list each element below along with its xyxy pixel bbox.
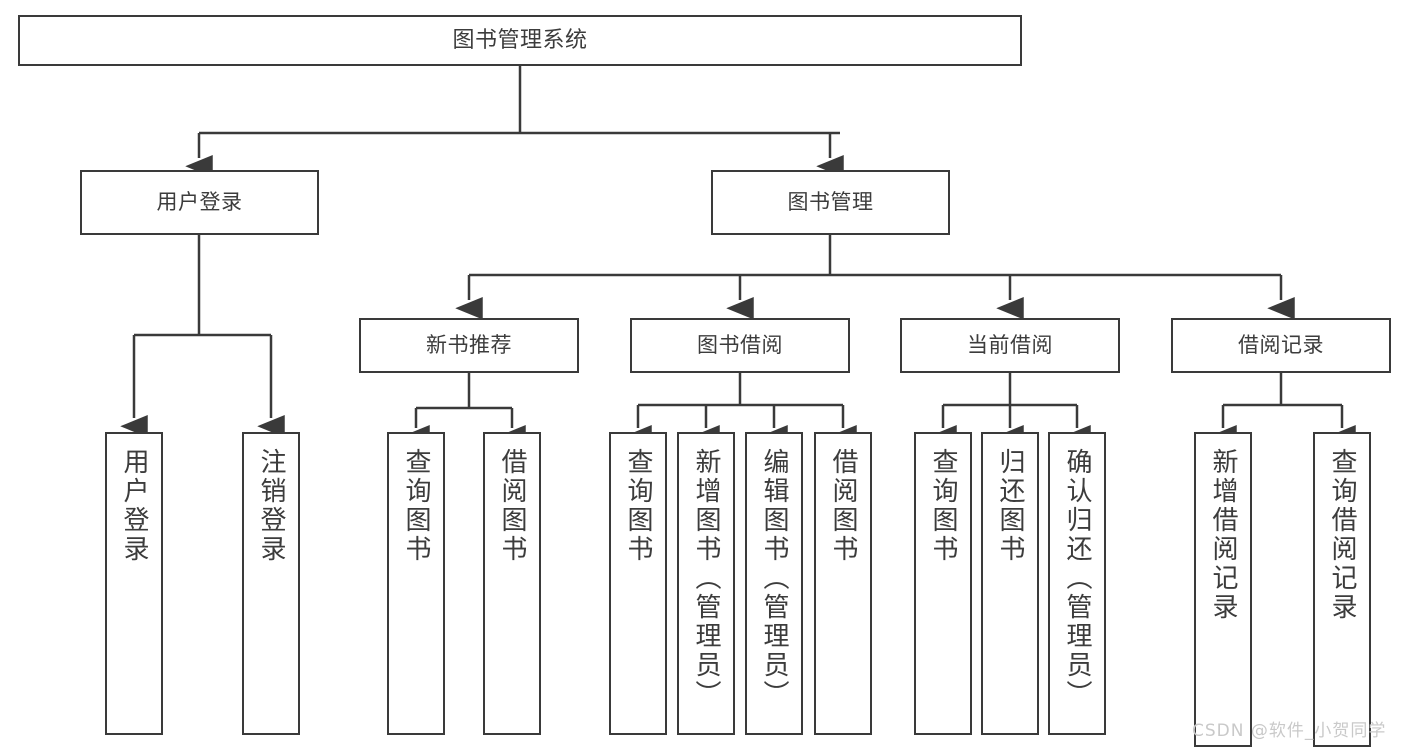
leaf-current-borrow-confirm-admin[interactable]: 确认归还（管理员）: [1048, 432, 1106, 735]
node-label: 图书管理系统: [452, 27, 588, 53]
leaf-book-borrow-edit-admin[interactable]: 编辑图书（管理员）: [745, 432, 803, 735]
leaf-borrow-record-query[interactable]: 查询借阅记录: [1313, 432, 1371, 747]
node-label: 查询图书: [623, 448, 653, 564]
node-label: 新书推荐: [426, 333, 512, 358]
node-borrow-record[interactable]: 借阅记录: [1171, 318, 1391, 373]
leaf-new-book-borrow[interactable]: 借阅图书: [483, 432, 541, 735]
leaf-user-login-signout[interactable]: 注销登录: [242, 432, 300, 735]
node-label: 确认归还（管理员）: [1062, 448, 1092, 709]
node-user-login[interactable]: 用户登录: [80, 170, 319, 235]
leaf-user-login-signin[interactable]: 用户登录: [105, 432, 163, 735]
node-new-book-recommend[interactable]: 新书推荐: [359, 318, 579, 373]
node-label: 归还图书: [995, 448, 1025, 564]
node-label: 图书借阅: [697, 333, 783, 358]
leaf-new-book-query[interactable]: 查询图书: [387, 432, 445, 735]
csdn-watermark: CSDN @软件_小贺同学: [1192, 721, 1387, 741]
leaf-book-borrow-add-admin[interactable]: 新增图书（管理员）: [677, 432, 735, 735]
node-root-book-management-system[interactable]: 图书管理系统: [18, 15, 1022, 66]
node-label: 查询图书: [401, 448, 431, 564]
node-label: 查询借阅记录: [1327, 448, 1357, 622]
node-label: 编辑图书（管理员）: [759, 448, 789, 709]
leaf-current-borrow-return[interactable]: 归还图书: [981, 432, 1039, 735]
node-label: 图书管理: [787, 190, 874, 215]
leaf-book-borrow-borrow[interactable]: 借阅图书: [814, 432, 872, 735]
node-label: 用户登录: [119, 448, 149, 564]
node-label: 新增借阅记录: [1208, 448, 1238, 622]
leaf-book-borrow-query[interactable]: 查询图书: [609, 432, 667, 735]
leaf-borrow-record-add[interactable]: 新增借阅记录: [1194, 432, 1252, 747]
node-label: 当前借阅: [967, 333, 1053, 358]
node-book-management[interactable]: 图书管理: [711, 170, 950, 235]
node-label: 用户登录: [156, 190, 243, 215]
node-label: 借阅图书: [497, 448, 527, 564]
node-label: 借阅记录: [1238, 333, 1324, 358]
node-label: 借阅图书: [828, 448, 858, 564]
node-book-borrow[interactable]: 图书借阅: [630, 318, 850, 373]
node-current-borrow[interactable]: 当前借阅: [900, 318, 1120, 373]
leaf-current-borrow-query[interactable]: 查询图书: [914, 432, 972, 735]
node-label: 新增图书（管理员）: [691, 448, 721, 709]
node-label: 注销登录: [256, 448, 286, 564]
node-label: 查询图书: [928, 448, 958, 564]
